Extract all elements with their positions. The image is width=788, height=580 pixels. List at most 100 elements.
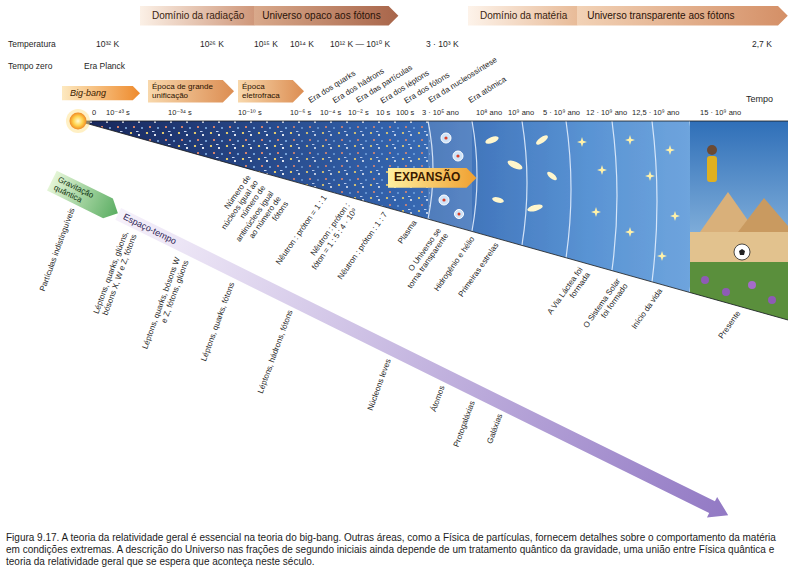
- label-holder: 12,5 · 10⁹ ano: [632, 109, 679, 118]
- label-holder: 10⁻⁴³ s: [106, 109, 130, 118]
- epoch-arrow: Época de grande unificação: [148, 80, 234, 102]
- time-value: 10⁻⁴³ s: [106, 109, 130, 118]
- event-note: Presente: [715, 309, 742, 342]
- pyramid: [738, 198, 788, 232]
- label-holder: Partículas indistinguíveis: [37, 207, 76, 295]
- label-holder: Era Planck: [84, 62, 125, 72]
- band-shape: [62, 86, 140, 100]
- band-shape: [468, 6, 577, 26]
- content-note: Léptons, quarks, fótons: [199, 281, 237, 364]
- label-holder: Protogaláxias: [451, 399, 477, 449]
- label-holder: 10⁻⁶ s: [290, 109, 311, 118]
- star: [645, 171, 655, 181]
- label-holder: Léptons, quarks, glúons, bósons X, W e Z…: [87, 230, 138, 330]
- atom: [455, 210, 464, 219]
- band-text: Época de grande unificação: [152, 82, 220, 100]
- galaxies: [484, 134, 558, 213]
- time-value: 12 · 10⁹ ano: [586, 109, 627, 118]
- figure-caption: Figura 9.17. A teoria da relatividade ge…: [6, 532, 782, 568]
- galaxy: [526, 203, 543, 213]
- sky: [690, 121, 788, 331]
- band-shape: [47, 171, 123, 223]
- band-shape: [254, 6, 398, 26]
- label-holder: 10³² K: [96, 40, 119, 50]
- galaxy: [484, 135, 499, 145]
- label-holder: 10²⁶ K: [200, 40, 224, 50]
- temperature-value: 10¹² K — 10¹⁰ K: [330, 40, 390, 50]
- label-holder: Núcleons leves: [365, 358, 393, 414]
- star: [670, 211, 680, 221]
- star: [597, 165, 607, 175]
- star: [625, 135, 635, 145]
- domain-band: Universo transparente aos fótons: [577, 6, 788, 26]
- era-arc: [522, 121, 527, 245]
- temperature-value: 2,7 K: [752, 40, 772, 50]
- label-holder: Presente: [715, 309, 742, 342]
- band-text: Universo transparente aos fótons: [587, 10, 770, 22]
- band-text: Domínio da radiação: [152, 10, 244, 22]
- content-note: Protogaláxias: [451, 399, 477, 449]
- label-holder: 10⁻² s: [348, 109, 369, 118]
- event-note: Início da vida: [629, 287, 665, 332]
- star: [665, 145, 675, 155]
- time-value: 12,5 · 10⁹ ano: [632, 109, 679, 118]
- big-bang-sun: [70, 113, 87, 130]
- galaxy: [546, 170, 558, 182]
- flower: [701, 276, 709, 284]
- label-holder: 15 · 10⁹ ano: [700, 109, 741, 118]
- person-head: [707, 145, 717, 155]
- era-arc: [566, 121, 571, 258]
- band-shape: [238, 80, 304, 102]
- person-body: [707, 156, 717, 182]
- atom: [453, 151, 463, 161]
- label-holder: Tempo: [746, 94, 773, 104]
- time-value: 10⁻³⁴ s: [168, 109, 192, 118]
- event-note: Plasma: [396, 219, 420, 247]
- time-value: 10⁸ ano: [476, 109, 502, 118]
- galaxy: [506, 159, 523, 172]
- sand: [690, 232, 788, 262]
- band-text: Domínio da matéria: [480, 10, 567, 22]
- big-bang-glow: [66, 109, 90, 133]
- event-note: O Sistema Solar foi formado: [578, 276, 630, 339]
- galaxy: [535, 134, 550, 147]
- label-holder: 10⁸ ano: [476, 109, 502, 118]
- domain-band: Domínio da matéria: [468, 6, 577, 26]
- label-holder: 2,7 K: [752, 40, 772, 50]
- time-value: 5 · 10⁹ ano: [543, 109, 580, 118]
- atom-core: [442, 198, 445, 201]
- label-holder: Início da vida: [629, 287, 665, 332]
- content-note: Partículas indistinguíveis: [37, 207, 76, 295]
- time-value: 10 s: [376, 109, 390, 118]
- label-holder: Número de núcleos igual ao número de ant…: [210, 173, 291, 255]
- temperature-value: 10²⁶ K: [200, 40, 224, 50]
- time-value: 10⁹ ano: [508, 109, 534, 118]
- band-shape: [148, 80, 234, 102]
- atom-core: [458, 213, 461, 216]
- time-value: 10⁻¹⁰ s: [238, 109, 262, 118]
- label-holder: 3 · 10⁵ ano: [422, 109, 459, 118]
- content-note: Núcleons leves: [365, 358, 393, 414]
- atom-core: [444, 136, 447, 139]
- label-holder: O Sistema Solar foi formado: [578, 276, 630, 339]
- band-text: Época eletrofraca: [242, 82, 290, 100]
- label-holder: Plasma: [396, 219, 420, 247]
- era-arc: [612, 121, 617, 270]
- time-value: 15 · 10⁹ ano: [700, 109, 741, 118]
- wedge-content: [88, 121, 788, 332]
- temperature-value: 3 · 10³ K: [426, 40, 459, 50]
- label-holder: Tempo zero: [8, 62, 52, 72]
- content-note: Léptons, hádrons, fótons: [255, 309, 294, 397]
- time-value: 0: [92, 109, 96, 118]
- atom: [439, 195, 449, 205]
- epoch-arrow: Época eletrofraca: [238, 80, 304, 102]
- present-photo: [690, 121, 788, 332]
- galaxy: [492, 196, 505, 204]
- stars: [577, 135, 680, 261]
- content-note: Átomos: [428, 384, 447, 414]
- label-holder: 3 · 10³ K: [426, 40, 459, 50]
- wedge-edge: [78, 121, 788, 122]
- star: [591, 207, 601, 217]
- label-holder: 10¹² K — 10¹⁰ K: [330, 40, 390, 50]
